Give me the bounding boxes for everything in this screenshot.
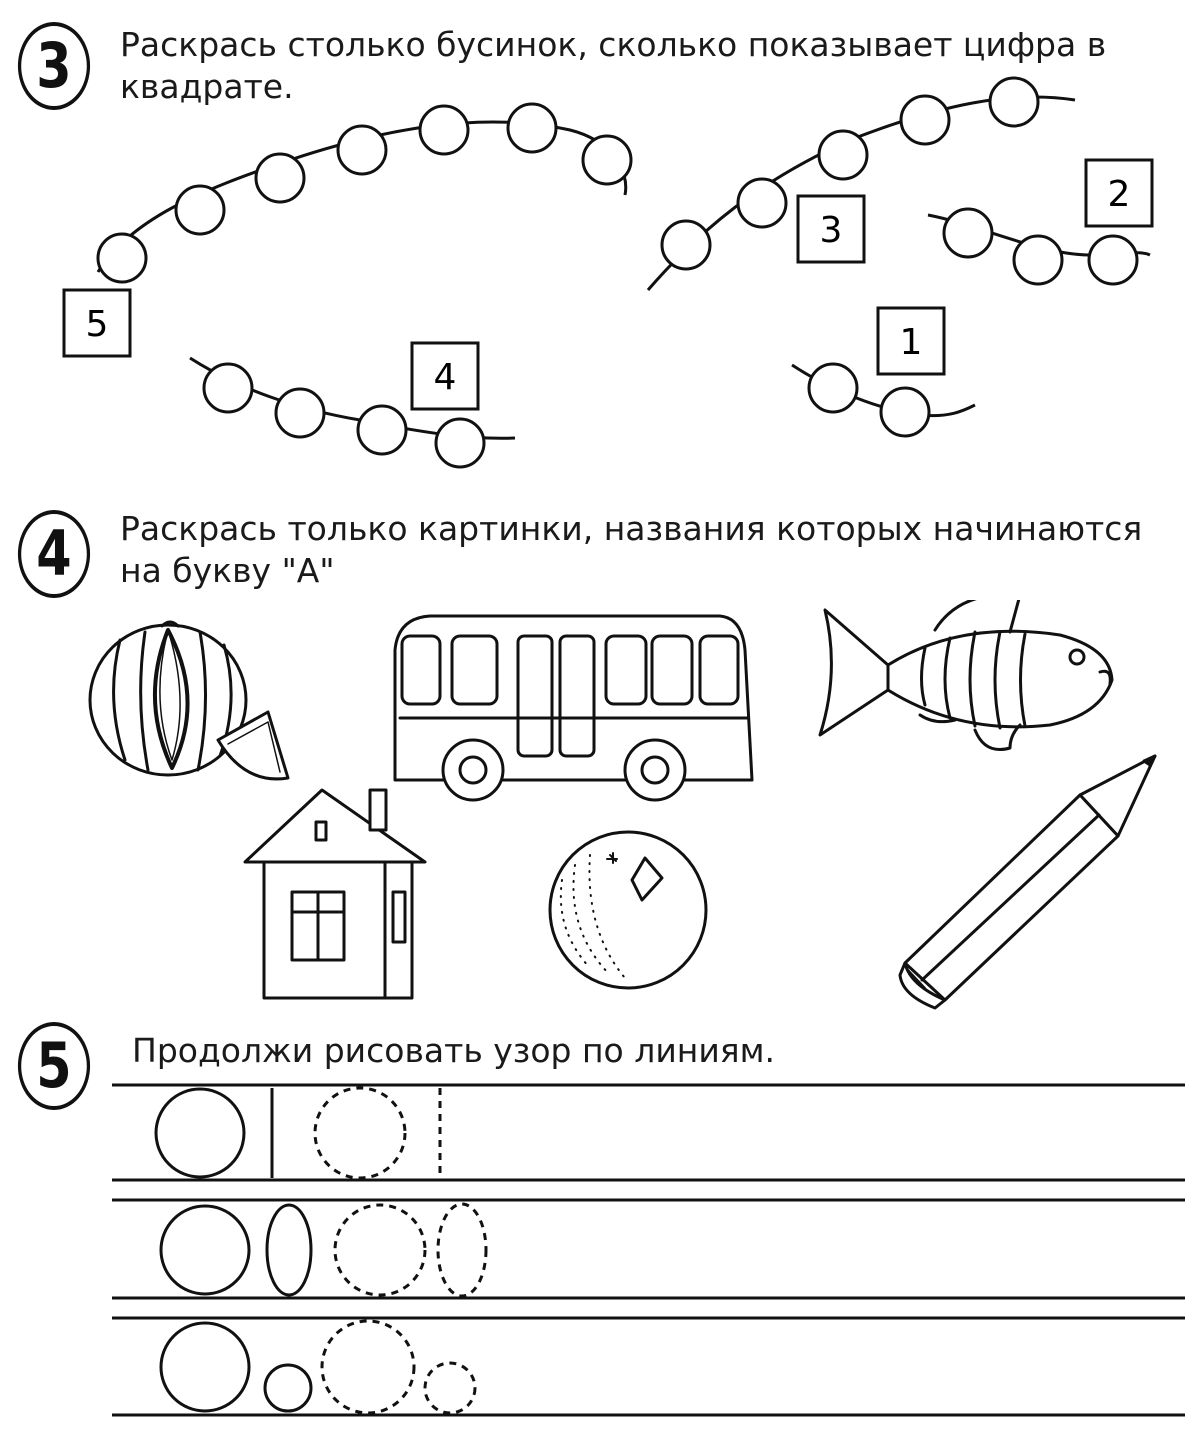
bead[interactable]: [1012, 234, 1064, 286]
bead[interactable]: [356, 404, 408, 456]
bead[interactable]: [174, 184, 226, 236]
house-picture[interactable]: [243, 788, 427, 1000]
number-box-digit: 2: [1108, 174, 1131, 215]
number-box: [410, 341, 480, 411]
orange-picture[interactable]: [548, 830, 708, 990]
number-box: [876, 306, 946, 376]
task-instruction: Раскрась столько бусинок, сколько показы…: [120, 25, 1107, 106]
task-number-badge: 3: [17, 22, 91, 110]
task-instruction: Раскрась только картинки, названия котор…: [120, 509, 1143, 590]
bead[interactable]: [336, 124, 388, 176]
pattern-exercise: [112, 1083, 1185, 1417]
bead[interactable]: [254, 152, 306, 204]
fish-picture[interactable]: [818, 600, 1114, 751]
bead[interactable]: [202, 362, 254, 414]
bead[interactable]: [434, 417, 486, 469]
watermelon-picture[interactable]: [88, 620, 290, 781]
task-number-badge: 4: [17, 510, 91, 598]
number-box: [62, 288, 132, 358]
number-box-digit: 3: [820, 210, 843, 251]
bead[interactable]: [660, 219, 712, 271]
pattern-row: [159, 1319, 477, 1415]
bead[interactable]: [506, 102, 558, 154]
pencil-picture[interactable]: [898, 754, 1157, 1010]
number-box: [796, 194, 866, 264]
number-box-digit: 5: [86, 304, 109, 345]
bead[interactable]: [988, 76, 1040, 128]
number-box-digit: 1: [900, 322, 923, 363]
bead[interactable]: [418, 104, 470, 156]
bead[interactable]: [817, 129, 869, 181]
number-box: [1084, 158, 1154, 228]
task-instruction: Продолжи рисовать узор по линиям.: [132, 1031, 776, 1070]
bead[interactable]: [899, 94, 951, 146]
bead[interactable]: [274, 387, 326, 439]
pictures-exercise: [88, 600, 1157, 1010]
bead[interactable]: [581, 134, 633, 186]
bead[interactable]: [736, 177, 788, 229]
beads-exercise: 5 3 2 4 1: [62, 76, 1154, 469]
bead[interactable]: [879, 386, 931, 438]
number-box-digit: 4: [434, 357, 457, 398]
pattern-row: [154, 1086, 442, 1180]
bead[interactable]: [807, 362, 859, 414]
task-number-badge: 5: [17, 1022, 91, 1110]
bead[interactable]: [1087, 234, 1139, 286]
pattern-row: [159, 1202, 488, 1298]
bead[interactable]: [942, 207, 994, 259]
bus-picture[interactable]: [393, 614, 754, 802]
bead[interactable]: [96, 232, 148, 284]
